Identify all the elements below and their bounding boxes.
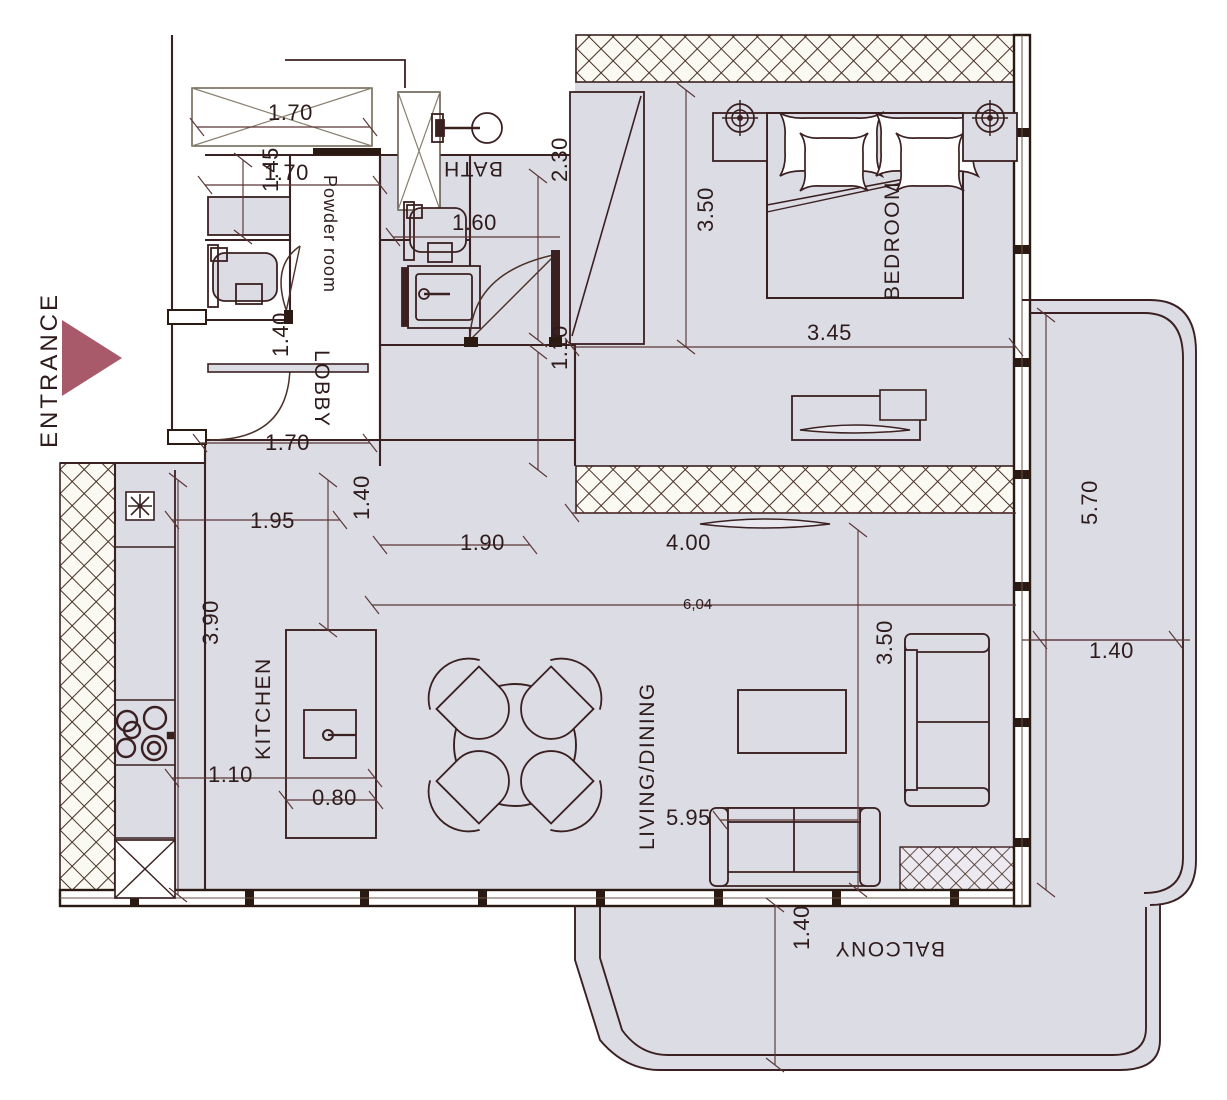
sofa-3seat	[904, 633, 990, 807]
lobby-closet	[207, 363, 369, 373]
dining-chairs	[427, 657, 603, 833]
entry-door-frame	[167, 309, 207, 445]
kitchen-counter	[115, 470, 176, 890]
balcony-bottom	[574, 905, 1161, 1071]
dresser	[791, 389, 927, 441]
bedroom-wardrobe	[569, 91, 645, 345]
bath-door-panel	[551, 250, 560, 346]
balcony-right	[1022, 299, 1197, 906]
cooktop	[115, 705, 175, 762]
door-jamb	[549, 337, 562, 347]
curtain-wall-right	[1012, 33, 1032, 908]
sofa-2seat	[709, 807, 881, 887]
bath-door-swing	[469, 253, 559, 346]
lobby-door-swing	[209, 364, 291, 441]
powder-room-door-leaf	[285, 245, 301, 313]
dimension-lines	[164, 82, 1190, 1073]
light-shaft-void	[191, 59, 441, 211]
refrigerator	[114, 839, 176, 899]
lobby-lintel	[313, 148, 381, 155]
door-jamb	[464, 337, 478, 347]
kitchen-sink	[125, 491, 155, 521]
pillows	[779, 110, 981, 192]
nightstand-left	[712, 100, 768, 162]
bath-washbasin	[431, 112, 503, 144]
nightstand-right	[962, 100, 1018, 162]
bath-fixtures	[401, 201, 481, 329]
entrance-arrow-icon	[62, 320, 122, 396]
curtain-wall-bottom	[58, 888, 1024, 908]
powder-room-fixtures	[207, 196, 291, 308]
door-jamb	[284, 310, 293, 324]
bath-door-leaf	[469, 251, 559, 341]
kitchen-island	[285, 629, 377, 839]
tv-console	[699, 518, 831, 529]
coffee-table	[737, 689, 847, 754]
